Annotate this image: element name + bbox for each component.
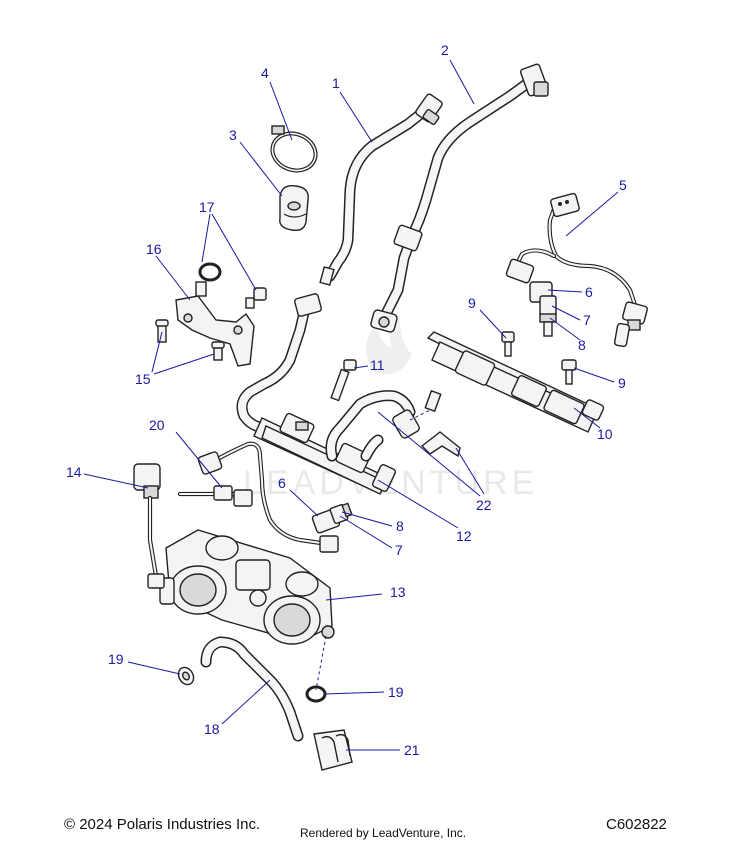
callout-3: 3 <box>229 127 237 143</box>
callout-7-upper: 7 <box>583 312 591 328</box>
part-2-fuel-line[interactable] <box>370 63 549 333</box>
injector-lower[interactable] <box>311 502 353 534</box>
callout-4: 4 <box>261 65 269 81</box>
part-1-fuel-line[interactable] <box>319 93 443 286</box>
callout-8-upper: 8 <box>578 337 586 353</box>
callout-14: 14 <box>66 464 82 480</box>
part-4-cable-strap[interactable] <box>267 125 321 176</box>
callout-13: 13 <box>390 584 406 600</box>
callout-18: 18 <box>204 721 220 737</box>
part-14-sensor[interactable] <box>133 463 165 589</box>
callout-5: 5 <box>619 177 627 193</box>
callout-labels: 1 2 3 4 5 6 7 8 9 9 10 11 12 13 14 15 16… <box>66 42 627 758</box>
injector-upper[interactable] <box>529 281 557 337</box>
part-11-bolt[interactable] <box>330 359 357 402</box>
part-12-hose[interactable] <box>325 390 416 462</box>
callout-17: 17 <box>199 199 215 215</box>
callout-9-lower: 9 <box>618 375 626 391</box>
part-15-bolt-b[interactable] <box>211 341 225 361</box>
callout-16: 16 <box>146 241 162 257</box>
callout-2: 2 <box>441 42 449 58</box>
part-19-clamp-a[interactable] <box>175 665 196 688</box>
leader-lines <box>83 59 619 751</box>
callout-21: 21 <box>404 742 420 758</box>
part-19-clamp-b[interactable] <box>305 635 327 703</box>
part-22-clamp[interactable] <box>391 389 461 458</box>
rendered-by-text: Rendered by LeadVenture, Inc. <box>300 826 467 840</box>
callout-1: 1 <box>332 75 340 91</box>
part-17-fastener[interactable] <box>245 287 267 309</box>
callout-15: 15 <box>135 371 151 387</box>
callout-6-upper: 6 <box>585 284 593 300</box>
part-10-fuel-rail[interactable] <box>426 331 605 433</box>
callout-8-lower: 8 <box>396 518 404 534</box>
part-13-throttle-body[interactable] <box>159 529 335 645</box>
part-17-clamp[interactable] <box>195 262 222 297</box>
part-21-clip[interactable] <box>313 729 353 771</box>
callout-19-left: 19 <box>108 651 124 667</box>
part-12-lower-fuel-rail[interactable] <box>253 412 397 495</box>
callout-22: 22 <box>476 497 492 513</box>
diagram-id: C602822 <box>606 816 667 833</box>
callout-12: 12 <box>456 528 472 544</box>
callout-11: 11 <box>370 357 385 373</box>
part-15-bolt-a[interactable] <box>155 319 169 343</box>
part-3-grommet[interactable] <box>279 185 309 232</box>
lower-fuel-line[interactable] <box>236 293 322 434</box>
part-20-harness[interactable] <box>177 441 339 553</box>
callout-10: 10 <box>597 426 613 442</box>
copyright-text: © 2024 Polaris Industries Inc. <box>64 816 261 833</box>
part-5-harness[interactable] <box>505 192 648 348</box>
callout-19-right: 19 <box>388 684 404 700</box>
part-9-bolt-b[interactable] <box>561 359 577 385</box>
callout-7-lower: 7 <box>395 542 403 558</box>
part-18-hose[interactable] <box>200 636 304 742</box>
callout-6-lower: 6 <box>278 475 286 491</box>
callout-20: 20 <box>149 417 165 433</box>
part-16-bracket[interactable] <box>175 295 255 367</box>
callout-9-upper: 9 <box>468 295 476 311</box>
part-9-bolt-a[interactable] <box>501 331 515 357</box>
